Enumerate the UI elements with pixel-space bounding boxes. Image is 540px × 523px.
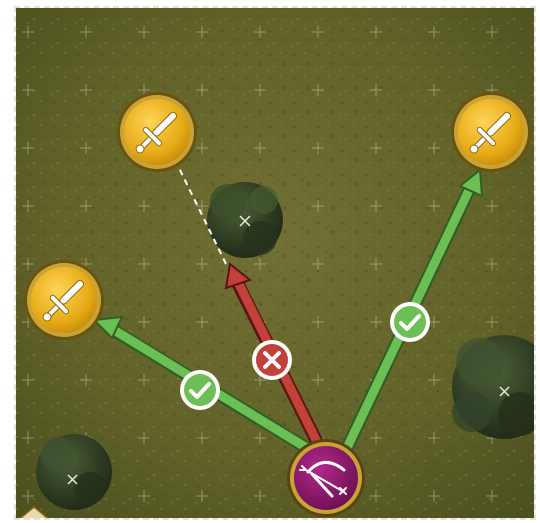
game-board-frame	[14, 6, 536, 520]
checkmark-icon	[390, 302, 430, 342]
cross-icon	[252, 340, 292, 380]
archer-token[interactable]	[287, 439, 365, 517]
enemy-token-top-right[interactable]	[451, 92, 531, 172]
tree-center-icon	[207, 182, 283, 258]
tree-bottom-left-icon	[36, 434, 112, 510]
game-board	[16, 8, 536, 520]
tree-right-icon	[452, 335, 536, 439]
checkmark-icon	[180, 370, 220, 410]
enemy-token-top-left[interactable]	[117, 92, 197, 172]
enemy-token-left[interactable]	[24, 260, 104, 340]
